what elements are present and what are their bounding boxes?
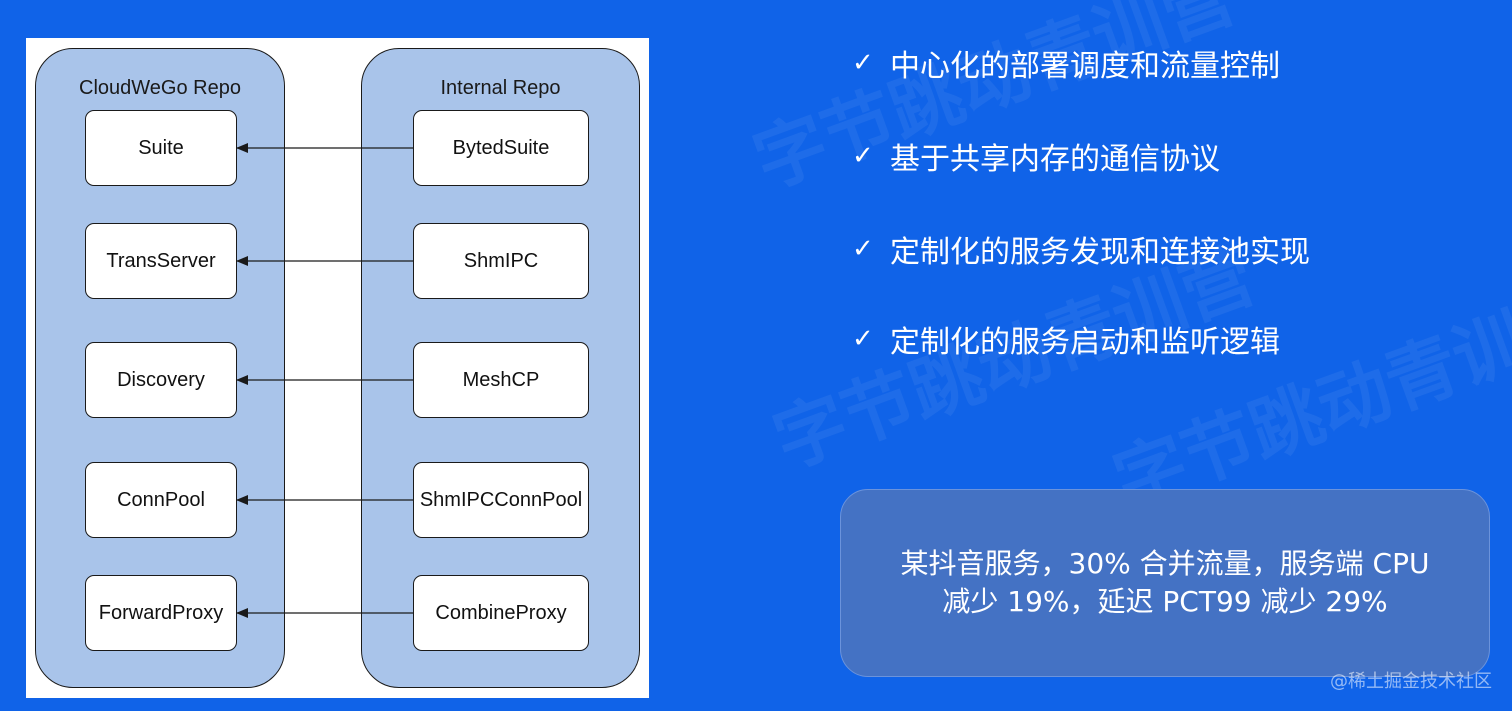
feature-text: 中心化的部署调度和流量控制: [890, 49, 1280, 84]
checkmark-icon: ✓: [852, 141, 874, 171]
component-meshcp: MeshCP: [413, 342, 589, 418]
feature-item: ✓ 中心化的部署调度和流量控制: [852, 38, 1280, 88]
connector-arrows: [236, 143, 413, 618]
component-forwardproxy: ForwardProxy: [85, 575, 237, 651]
feature-text: 定制化的服务发现和连接池实现: [890, 235, 1310, 270]
architecture-diagram: CloudWeGo Repo Internal Repo Suite Trans…: [26, 38, 649, 698]
component-transserver: TransServer: [85, 223, 237, 299]
component-combineproxy: CombineProxy: [413, 575, 589, 651]
callout-line-2: 减少 19%，延迟 PCT99 减少 29%: [942, 585, 1388, 618]
component-shmipcconnpool: ShmIPCConnPool: [413, 462, 589, 538]
background-watermark: 字节跳动青训营: [1103, 272, 1512, 525]
feature-text: 定制化的服务启动和监听逻辑: [890, 325, 1280, 360]
component-discovery: Discovery: [85, 342, 237, 418]
feature-item: ✓ 定制化的服务启动和监听逻辑: [852, 314, 1280, 364]
feature-text: 基于共享内存的通信协议: [890, 142, 1220, 177]
internal-repo-title: Internal Repo: [440, 77, 561, 99]
component-connpool: ConnPool: [85, 462, 237, 538]
callout-line-1: 某抖音服务，30% 合并流量，服务端 CPU: [900, 547, 1430, 580]
cloudwego-repo-title: CloudWeGo Repo: [79, 77, 241, 99]
feature-item: ✓ 定制化的服务发现和连接池实现: [852, 224, 1310, 274]
component-shmipc: ShmIPC: [413, 223, 589, 299]
feature-item: ✓ 基于共享内存的通信协议: [852, 131, 1220, 181]
component-suite: Suite: [85, 110, 237, 186]
source-credit: @稀土掘金技术社区: [1330, 671, 1492, 692]
checkmark-icon: ✓: [852, 48, 874, 78]
result-callout: 某抖音服务，30% 合并流量，服务端 CPU 减少 19%，延迟 PCT99 减…: [840, 489, 1490, 677]
checkmark-icon: ✓: [852, 234, 874, 264]
checkmark-icon: ✓: [852, 324, 874, 354]
component-bytedsuite: BytedSuite: [413, 110, 589, 186]
